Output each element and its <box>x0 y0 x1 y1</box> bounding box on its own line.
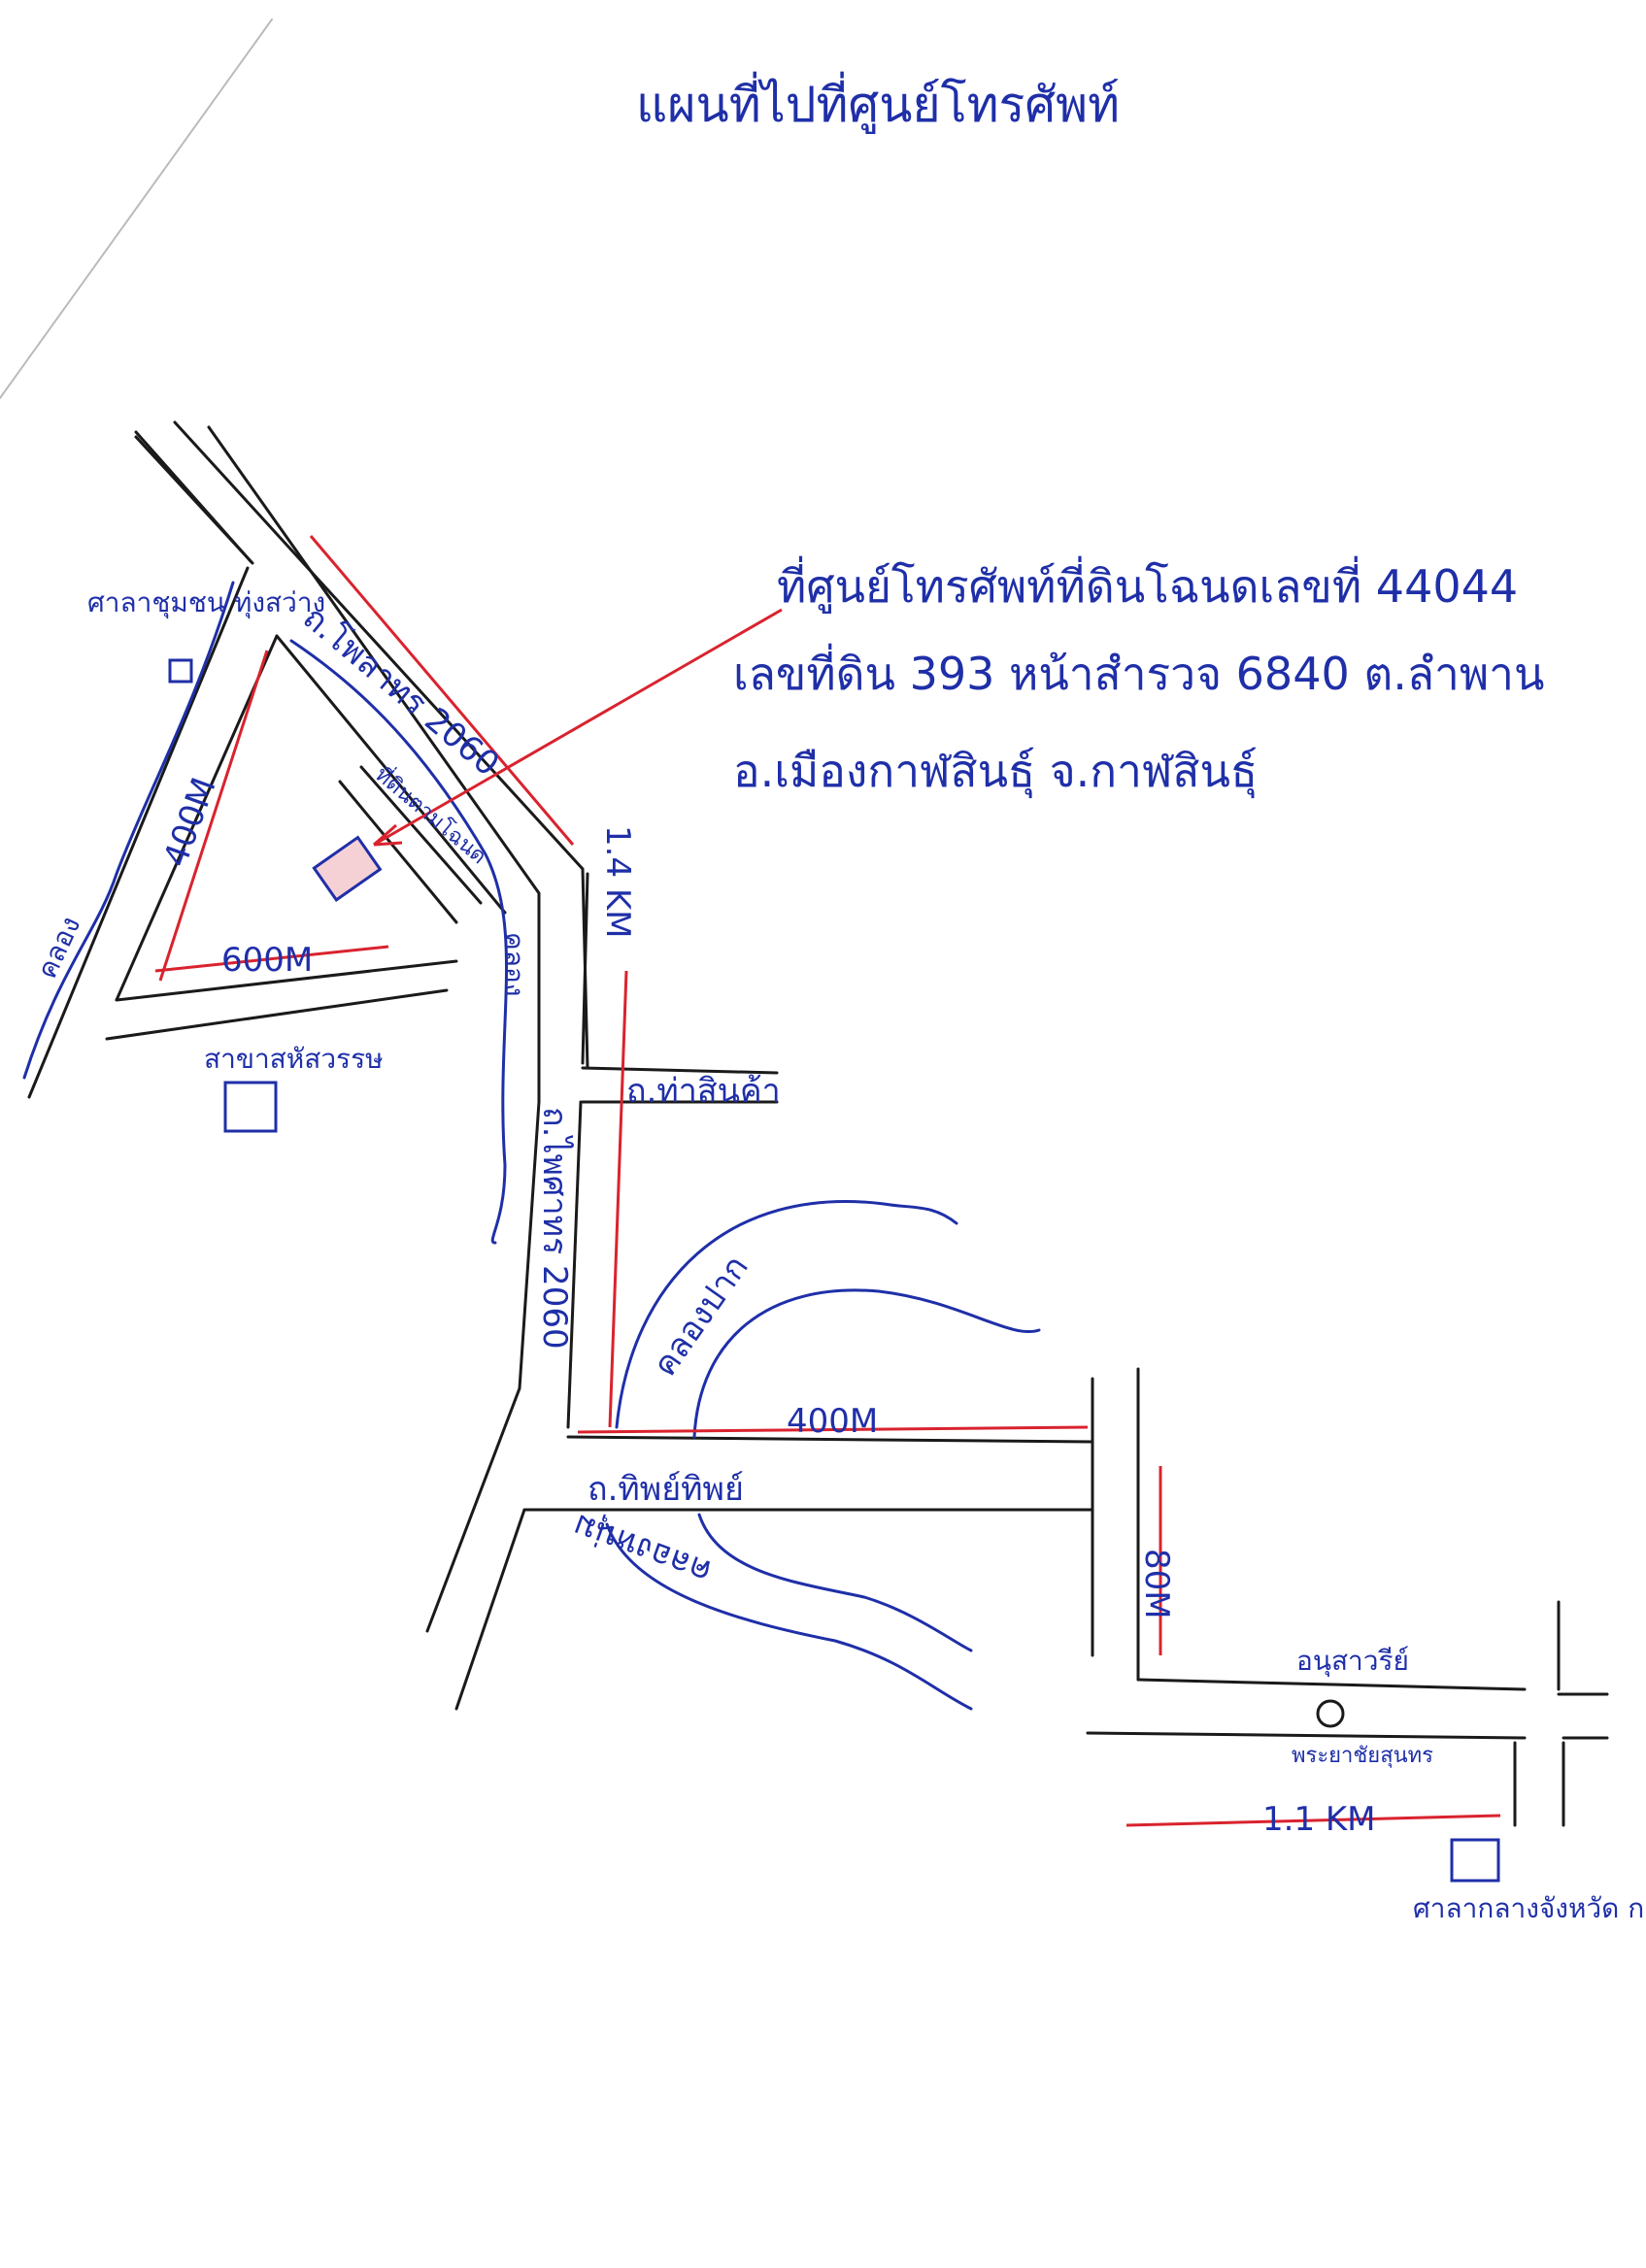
note-pointer-arrow <box>373 608 783 847</box>
tha-sinkha-road-top <box>581 1066 779 1075</box>
distance-1-4km: 1.4 KM <box>598 825 637 939</box>
place-branch-office: สาขาสหัสวรรษ <box>204 1043 384 1075</box>
dim-600m-line <box>154 945 389 973</box>
canal-right-of-site <box>289 639 509 1245</box>
site-parcel <box>312 835 383 902</box>
place-city-hall: ศาลากลางจังหวัด กาฬสินธุ์ <box>1413 1892 1646 1925</box>
city-hall-marker <box>1450 1838 1500 1883</box>
right-block-bottom <box>1086 1731 1527 1740</box>
triangle-left-road <box>27 566 250 1099</box>
right-block-top <box>1136 1678 1527 1691</box>
site-side-road-1 <box>338 780 458 924</box>
road-vertical-right <box>581 872 589 1065</box>
canal-bottom-outer <box>605 1522 973 1711</box>
canal-pak-outer <box>615 1199 958 1429</box>
triangle-inner-diagonal <box>275 634 507 915</box>
dim-400m-bottom-line <box>577 1425 1089 1434</box>
road-label-thi-thip: ถ.ทิพย์ทิพย์ <box>588 1470 744 1509</box>
place-monument-sub: พระยาชัยสุนทร <box>1292 1744 1433 1768</box>
road-label-2060-bottom: ถ.ไพศาทร 2060 <box>535 1107 574 1350</box>
note-line-1: ที่ศูนย์โทรศัพท์ที่ดินโฉนดเลขที่ 44044 <box>777 555 1518 614</box>
monument-marker <box>1316 1699 1345 1728</box>
canal-label-pak: คลองปาก <box>646 1249 756 1384</box>
note-line-2: เลขที่ดิน 393 หน้าสำรวจ 6840 ต.ลำพาน <box>733 643 1544 700</box>
road-label-2060-top: ถ.โพลาทร 2060 <box>295 598 506 784</box>
map-title: แผนที่ไปที่ศูนย์โทรศัพท์ <box>636 72 1120 134</box>
dim-1-4km-vertical <box>608 970 628 1428</box>
triangle-bottom-road-2 <box>105 988 449 1041</box>
road-label-tha-sinkha: ถ.ท่าสินค้า <box>626 1072 781 1111</box>
place-community-hall: ศาลาชุมชน ทุ่งสว่าง <box>87 586 325 619</box>
dim-1-4km-path <box>309 535 575 846</box>
triangle-bottom-road <box>115 959 458 1002</box>
distance-1-1km: 1.1 KM <box>1262 1800 1376 1839</box>
distance-80m: 80M <box>1137 1549 1176 1619</box>
distance-400m-left: 400M <box>156 773 224 872</box>
thi-thip-road-top <box>566 1435 1094 1444</box>
canal-label-right: คลอง <box>498 932 530 996</box>
road-top-diagonal <box>134 430 252 563</box>
road-vertical-mid <box>566 1100 583 1429</box>
road-lower-left <box>454 1508 526 1711</box>
community-hall-marker <box>168 658 193 684</box>
road-vertical-left <box>425 901 541 1633</box>
canal-bottom-inner <box>697 1513 973 1652</box>
site-side-road-2 <box>359 765 483 905</box>
paper-edge <box>0 18 273 399</box>
branch-office-marker <box>223 1081 278 1133</box>
dim-400m-left-line <box>158 650 269 982</box>
canal-label-bottom: คลองหนุ่ม <box>568 1506 717 1591</box>
canal-label-left: คลอง <box>30 912 86 984</box>
note-pointer-arrowhead <box>373 823 403 847</box>
distance-600m: 600M <box>221 941 313 980</box>
canal-left <box>22 581 235 1080</box>
place-monument: อนุสาวรีย์ <box>1296 1645 1409 1678</box>
canal-pak-inner <box>692 1288 1041 1439</box>
dim-1-1km-line <box>1125 1814 1501 1827</box>
distance-400m-bottom: 400M <box>787 1402 878 1441</box>
note-line-3: อ.เมืองกาฬสินธุ์ จ.กาฬสินธุ์ <box>733 745 1258 799</box>
triangle-inner-left <box>115 634 279 1002</box>
